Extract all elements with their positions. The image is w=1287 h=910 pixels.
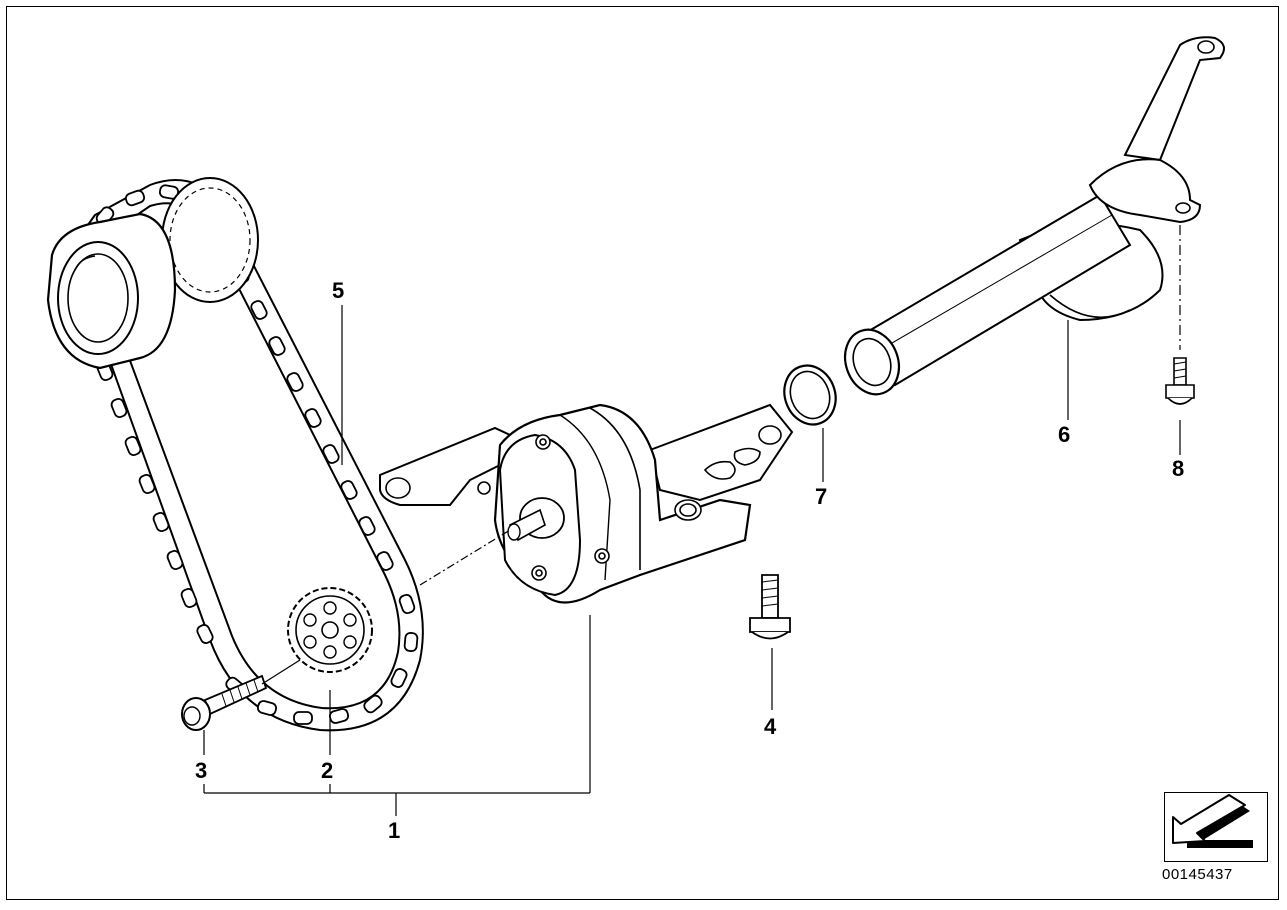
back-arrow-button[interactable] [1164,792,1268,862]
upper-sprocket [161,177,259,303]
callout-4: 4 [764,714,777,739]
diagram-id: 00145437 [1162,866,1233,883]
callout-1: 1 [388,818,401,843]
pump-mounting-bolt [749,574,791,640]
crankshaft-hub [46,212,177,370]
leader-lines [203,225,1181,816]
callout-7: 7 [815,484,828,509]
arrow-back-icon [1172,794,1253,848]
callout-3: 3 [195,758,208,783]
sprocket-bolt [181,674,268,731]
o-ring-seal [783,364,837,426]
callout-6: 6 [1058,422,1071,447]
callout-8: 8 [1172,456,1185,481]
callout-2: 2 [321,758,334,783]
pipe-bolt [1165,357,1195,405]
callout-5: 5 [332,278,345,303]
diagram-frame [6,6,1279,900]
oil-suction-pipe [843,36,1225,396]
oil-pump-sprocket [287,587,373,673]
oil-pump [379,403,794,604]
